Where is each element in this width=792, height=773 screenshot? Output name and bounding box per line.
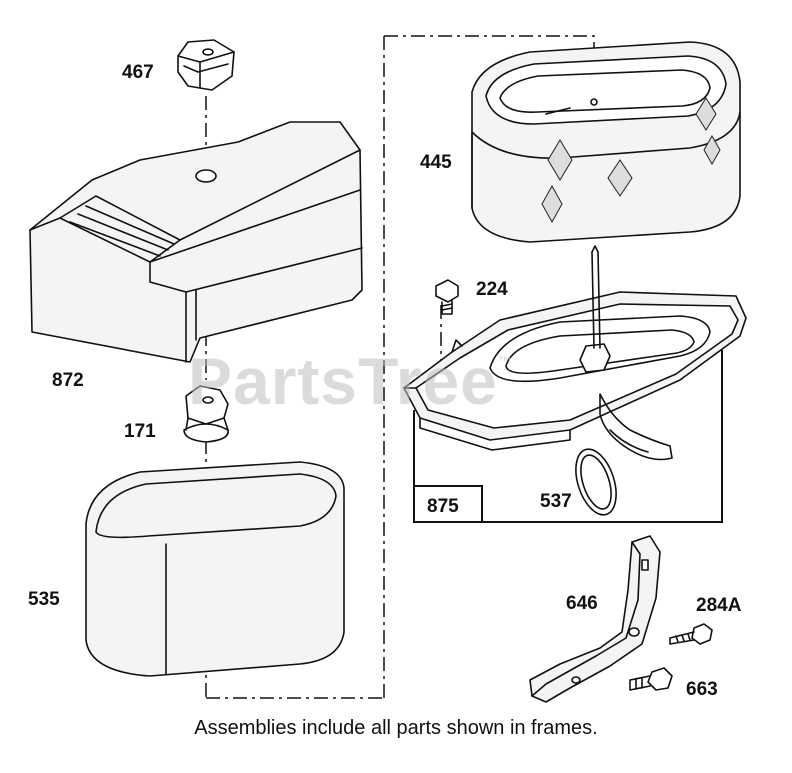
filter-pleat-pattern	[541, 97, 721, 224]
label-445: 445	[420, 152, 452, 173]
label-171: 171	[124, 421, 156, 442]
part-663-bolt	[629, 667, 673, 691]
part-875-base	[403, 245, 747, 461]
part-646-bracket	[529, 535, 661, 703]
label-872: 872	[52, 370, 84, 391]
part-284a-screw	[669, 623, 713, 645]
label-224: 224	[476, 279, 508, 300]
label-box-875	[413, 485, 483, 523]
label-663: 663	[686, 679, 718, 700]
assembly-frame-875	[413, 350, 723, 523]
part-535-precleaner	[85, 461, 345, 677]
part-224-screw	[435, 279, 459, 315]
part-872-cover	[29, 121, 363, 363]
part-445-air-filter	[471, 41, 741, 243]
label-467: 467	[122, 62, 154, 83]
part-467-knob	[177, 39, 235, 91]
watermark: PartsTree™	[188, 344, 513, 418]
label-537: 537	[540, 491, 572, 512]
part-537-o-ring	[575, 448, 617, 516]
diagram-caption: Assemblies include all parts shown in fr…	[194, 717, 598, 739]
base-stud	[591, 251, 595, 349]
label-646: 646	[566, 593, 598, 614]
label-535: 535	[28, 589, 60, 610]
part-171-grommet	[183, 385, 229, 443]
label-875: 875	[427, 496, 459, 517]
label-284a: 284A	[696, 595, 742, 616]
